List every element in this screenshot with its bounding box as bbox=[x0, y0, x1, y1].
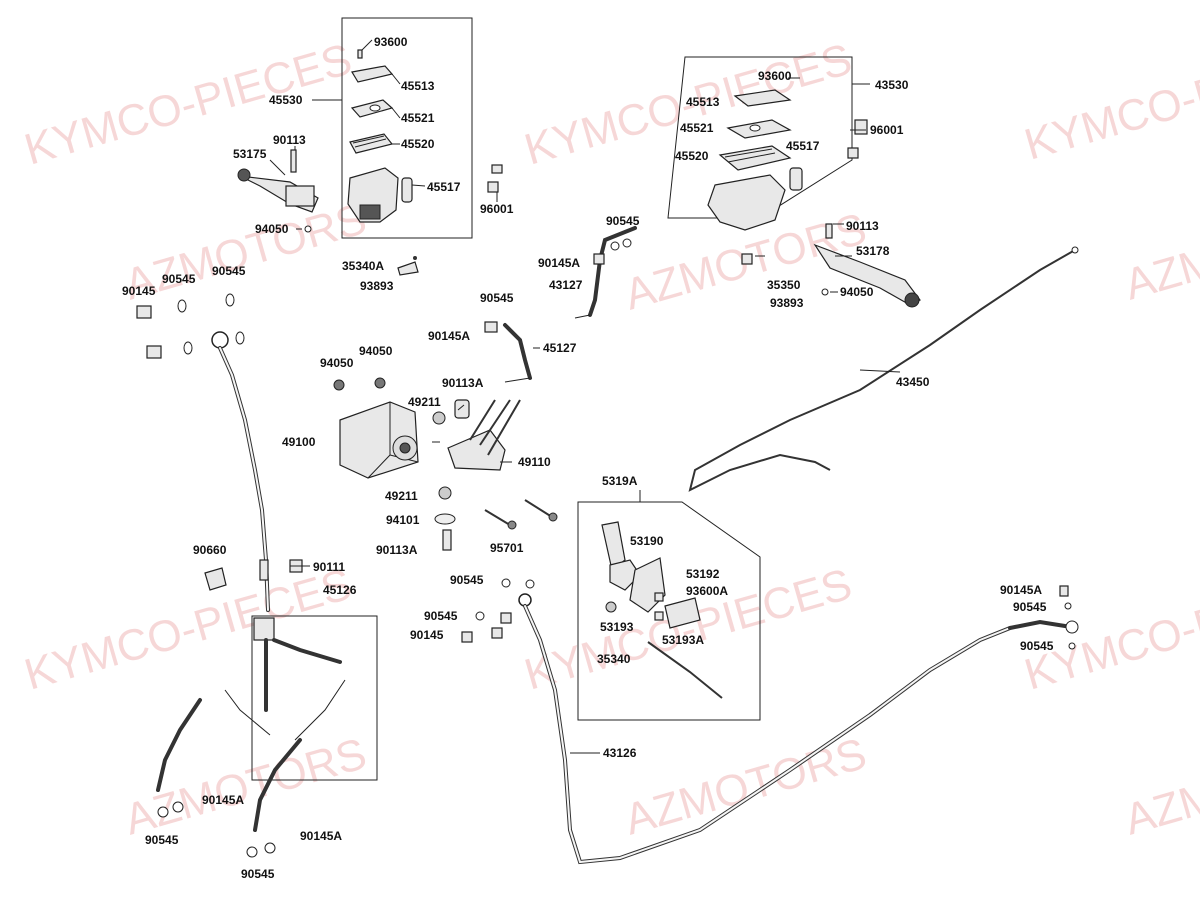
part-label: 94050 bbox=[359, 344, 393, 358]
part-label: 45126 bbox=[323, 583, 357, 597]
part-label: 90145A bbox=[202, 793, 244, 807]
part-label: 5319A bbox=[602, 474, 638, 488]
part-label: 53193 bbox=[600, 620, 634, 634]
part-label: 90545 bbox=[1020, 639, 1054, 653]
part-label: 45517 bbox=[427, 180, 461, 194]
part-label: 35340 bbox=[597, 652, 631, 666]
part-label: 96001 bbox=[480, 202, 514, 216]
abs-unit bbox=[333, 377, 558, 551]
part-label: 90145A bbox=[300, 829, 342, 843]
part-label: 90113A bbox=[442, 376, 484, 390]
part-label: 94050 bbox=[255, 222, 289, 236]
group-box-45126 bbox=[251, 615, 378, 781]
part-label: 45517 bbox=[786, 139, 820, 153]
part-label: 45530 bbox=[269, 93, 303, 107]
part-label: 53175 bbox=[233, 147, 267, 161]
part-label: 49211 bbox=[385, 489, 418, 503]
watermark-azmotors: AZMOTORS bbox=[1119, 194, 1200, 310]
part-label: 90545 bbox=[424, 609, 458, 623]
part-label: 90545 bbox=[450, 573, 484, 587]
part-label: 45520 bbox=[401, 137, 435, 151]
part-label: 90545 bbox=[162, 272, 196, 286]
part-label: 45521 bbox=[680, 121, 714, 135]
part-label: 95701 bbox=[490, 541, 524, 555]
watermark-kymco: KYMCO-PIECES bbox=[1019, 560, 1200, 700]
watermark-azmotors: AZMOTORS bbox=[119, 194, 371, 310]
leader-lines bbox=[269, 39, 901, 754]
switch-assembly bbox=[577, 490, 761, 721]
part-label: 90145A bbox=[538, 256, 580, 270]
part-labels: 93600 45513 45530 45521 90113 45520 5317… bbox=[122, 35, 1054, 881]
left-fittings bbox=[136, 293, 245, 359]
part-label: 49100 bbox=[282, 435, 316, 449]
part-label: 49110 bbox=[518, 455, 551, 469]
part-label: 93600 bbox=[374, 35, 408, 49]
part-label: 90113A bbox=[376, 543, 418, 557]
group-box-45530 bbox=[341, 17, 473, 239]
part-label: 90111 bbox=[313, 560, 345, 574]
part-label: 53192 bbox=[686, 567, 720, 581]
part-label: 93600 bbox=[758, 69, 792, 83]
part-label: 45513 bbox=[686, 95, 720, 109]
group-box-5319A bbox=[577, 501, 761, 721]
part-label: 90145 bbox=[410, 628, 444, 642]
right-master-cylinder-group bbox=[667, 56, 921, 308]
part-label: 94101 bbox=[386, 513, 420, 527]
part-label: 49211 bbox=[408, 395, 441, 409]
part-label: 90545 bbox=[241, 867, 275, 881]
part-label: 90113 bbox=[846, 219, 879, 233]
part-label: 96001 bbox=[870, 123, 904, 137]
part-label: 45520 bbox=[675, 149, 709, 163]
group-box-43530 bbox=[667, 56, 853, 219]
part-label: 90545 bbox=[606, 214, 640, 228]
watermark-kymco: KYMCO-PIECES bbox=[1019, 30, 1200, 170]
part-label: 94050 bbox=[320, 356, 354, 370]
part-label: 90145A bbox=[1000, 583, 1042, 597]
upper-hoses bbox=[397, 226, 637, 383]
part-label: 90545 bbox=[1013, 600, 1047, 614]
part-label: 93893 bbox=[770, 296, 804, 310]
part-label: 90113 bbox=[273, 133, 306, 147]
watermark-kymco: KYMCO-PIECES bbox=[19, 35, 357, 175]
part-label: 35350 bbox=[767, 278, 801, 292]
part-label: 94050 bbox=[840, 285, 874, 299]
part-label: 45521 bbox=[401, 111, 435, 125]
lower-left-hoses bbox=[156, 679, 346, 858]
left-brake-line bbox=[204, 331, 378, 781]
part-label: 53178 bbox=[856, 244, 890, 258]
part-label: 93600A bbox=[686, 584, 728, 598]
part-label: 43530 bbox=[875, 78, 909, 92]
watermark-azmotors: AZMOTORS bbox=[1119, 729, 1200, 845]
part-label: 90660 bbox=[193, 543, 227, 557]
part-label: 35340A bbox=[342, 259, 384, 273]
watermark-layer: KYMCO-PIECES KYMCO-PIECES KYMCO-PIECES A… bbox=[19, 30, 1200, 845]
rear-brake-line bbox=[461, 578, 1079, 865]
cable-43450 bbox=[688, 246, 1079, 492]
part-label: 90145A bbox=[428, 329, 470, 343]
watermark-azmotors: AZMOTORS bbox=[619, 729, 871, 845]
part-label: 90545 bbox=[480, 291, 514, 305]
part-label: 90545 bbox=[145, 833, 179, 847]
part-label: 43126 bbox=[603, 746, 637, 760]
part-label: 90545 bbox=[212, 264, 246, 278]
watermark-kymco: KYMCO-PIECES bbox=[19, 560, 357, 700]
part-label: 93893 bbox=[360, 279, 394, 293]
part-label: 53193A bbox=[662, 633, 704, 647]
part-label: 43450 bbox=[896, 375, 930, 389]
part-label: 45513 bbox=[401, 79, 435, 93]
left-master-cylinder-group bbox=[237, 17, 503, 239]
part-label: 53190 bbox=[630, 534, 664, 548]
part-label: 90145 bbox=[122, 284, 156, 298]
part-label: 43127 bbox=[549, 278, 583, 292]
part-label: 45127 bbox=[543, 341, 577, 355]
